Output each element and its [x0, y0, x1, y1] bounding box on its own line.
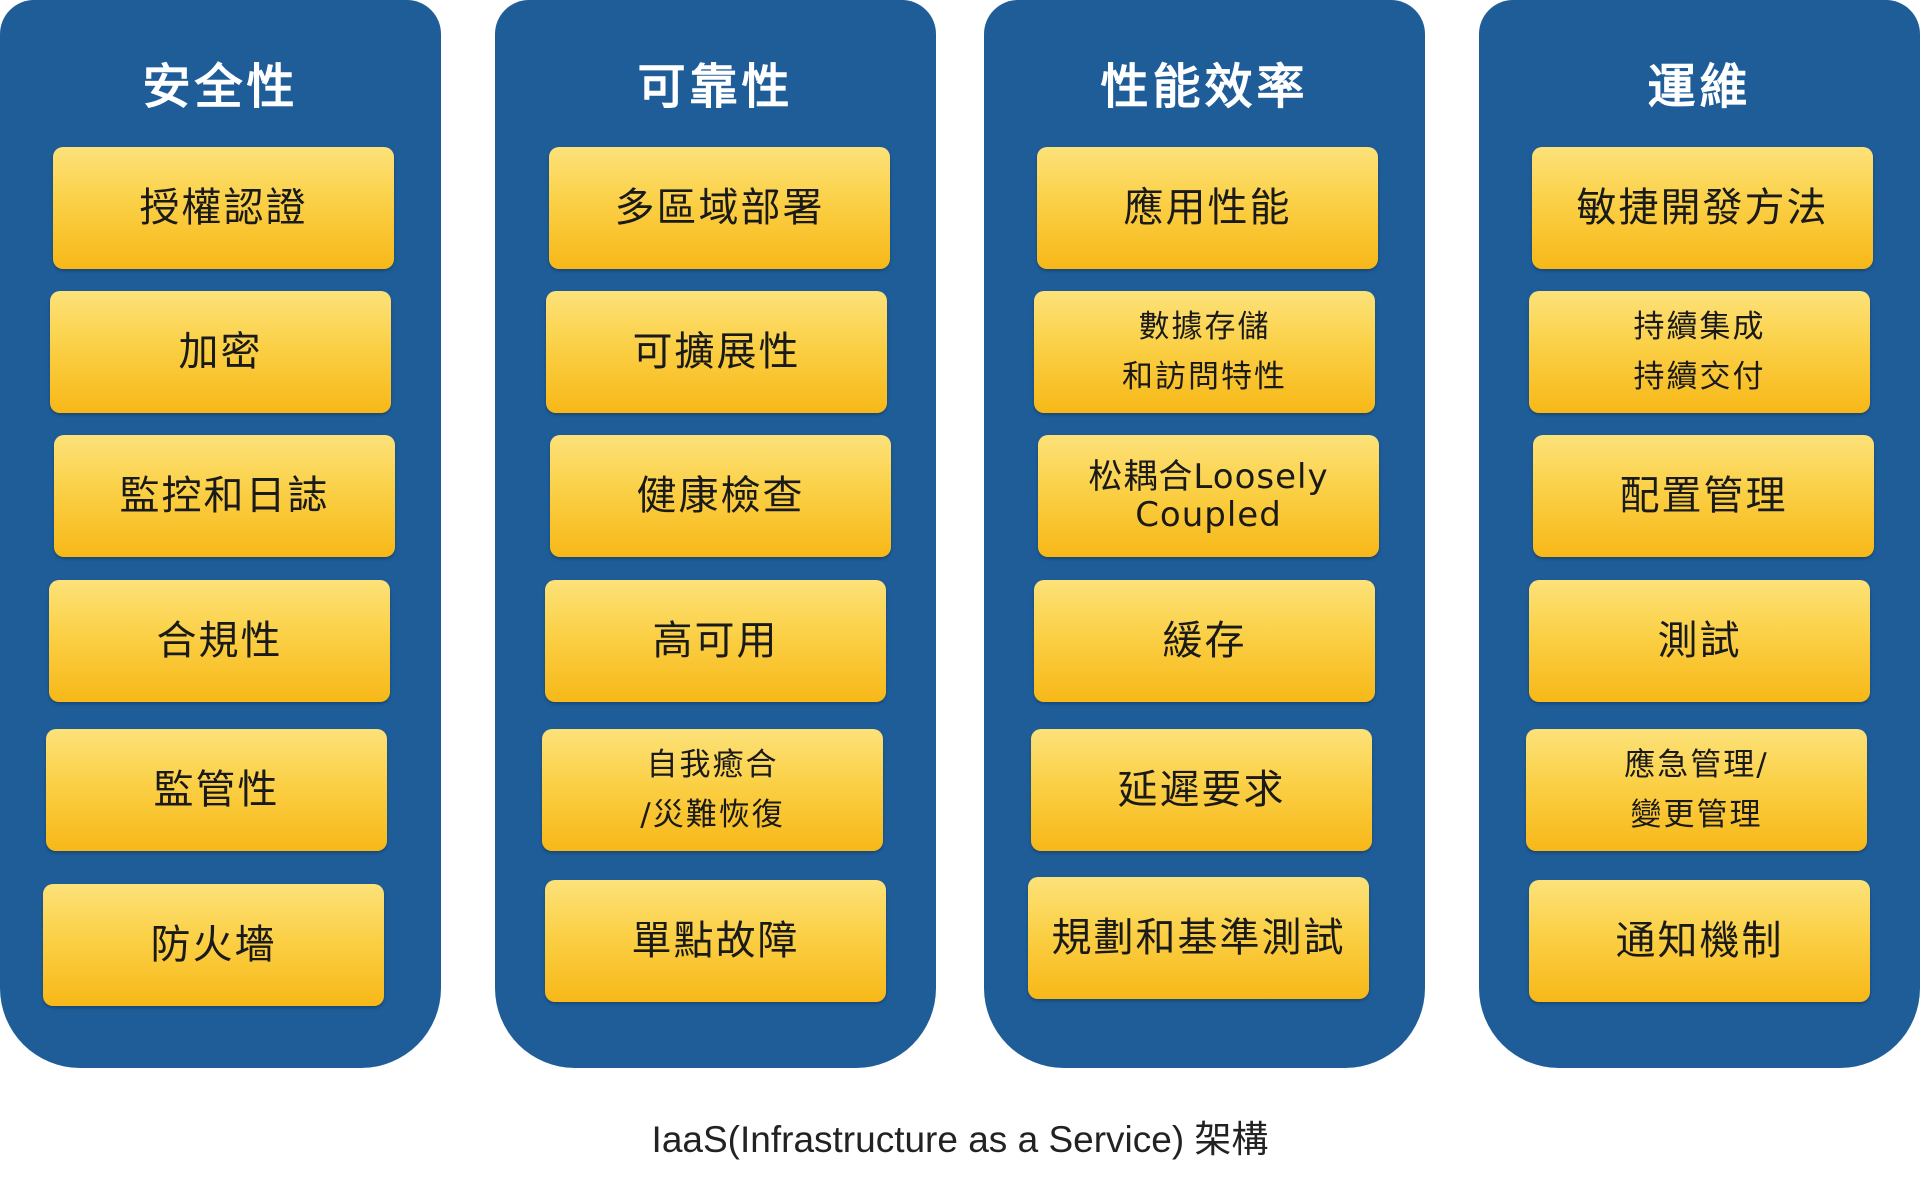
item-configuration-management[interactable]: 配置管理 [1533, 435, 1874, 557]
item-label: 監管性 [153, 767, 280, 813]
item-latency-requirements[interactable]: 延遲要求 [1031, 729, 1372, 851]
column-performance-efficiency: 性能效率 應用性能 數據存儲 和訪問特性 松耦合Loosely Coupled … [984, 0, 1425, 1068]
item-label: 配置管理 [1619, 473, 1788, 519]
item-self-healing-disaster-recovery[interactable]: 自我癒合 /災難恢復 [542, 729, 883, 851]
column-security: 安全性 授權認證 加密 監控和日誌 合規性 監管性 防火墻 [0, 0, 441, 1068]
item-label: 松耦合Loosely Coupled [1088, 457, 1329, 535]
item-label: 應用性能 [1123, 185, 1292, 231]
item-label: 規劃和基準測試 [1051, 915, 1346, 961]
item-firewall[interactable]: 防火墻 [43, 884, 384, 1006]
item-testing[interactable]: 測試 [1529, 580, 1870, 702]
item-label: 可擴展性 [632, 329, 801, 375]
item-label: 數據存儲 和訪問特性 [1122, 309, 1287, 395]
item-label: 測試 [1657, 618, 1742, 664]
item-label: 多區域部署 [614, 185, 825, 231]
column-operations: 運維 敏捷開發方法 持續集成 持續交付 配置管理 測試 應急管理/ 變更管理 通… [1479, 0, 1920, 1068]
item-caching[interactable]: 緩存 [1034, 580, 1375, 702]
item-label: 高可用 [652, 618, 779, 664]
item-label: 單點故障 [631, 918, 800, 964]
item-label: 延遲要求 [1117, 767, 1286, 813]
item-compliance[interactable]: 合規性 [49, 580, 390, 702]
item-loosely-coupled[interactable]: 松耦合Loosely Coupled [1038, 435, 1379, 557]
column-title-performance-efficiency: 性能效率 [1100, 59, 1309, 115]
diagram-caption: IaaS(Infrastructure as a Service) 架構 [651, 1119, 1269, 1160]
column-reliability: 可靠性 多區域部署 可擴展性 健康檢查 高可用 自我癒合 /災難恢復 單點故障 [495, 0, 936, 1068]
item-planning-benchmarking[interactable]: 規劃和基準測試 [1028, 877, 1369, 999]
item-data-storage-access[interactable]: 數據存儲 和訪問特性 [1034, 291, 1375, 413]
item-label: 緩存 [1162, 618, 1247, 664]
item-label: 敏捷開發方法 [1576, 185, 1829, 231]
item-label: 授權認證 [139, 185, 308, 231]
item-label: 持續集成 持續交付 [1633, 309, 1766, 395]
column-title-operations: 運維 [1647, 59, 1752, 115]
item-ci-cd[interactable]: 持續集成 持續交付 [1529, 291, 1870, 413]
item-authorization[interactable]: 授權認證 [53, 147, 394, 269]
column-title-security: 安全性 [142, 59, 299, 115]
item-incident-change-management[interactable]: 應急管理/ 變更管理 [1526, 729, 1867, 851]
item-monitoring-logging[interactable]: 監控和日誌 [54, 435, 395, 557]
item-scalability[interactable]: 可擴展性 [546, 291, 887, 413]
column-title-reliability: 可靠性 [637, 59, 794, 115]
item-single-point-of-failure[interactable]: 單點故障 [545, 880, 886, 1002]
item-multi-region-deployment[interactable]: 多區域部署 [549, 147, 890, 269]
item-application-performance[interactable]: 應用性能 [1037, 147, 1378, 269]
item-label: 加密 [178, 329, 263, 375]
item-governance[interactable]: 監管性 [46, 729, 387, 851]
item-notification-mechanism[interactable]: 通知機制 [1529, 880, 1870, 1002]
item-agile-methodology[interactable]: 敏捷開發方法 [1532, 147, 1873, 269]
item-label: 自我癒合 /災難恢復 [640, 747, 785, 833]
item-label: 健康檢查 [636, 473, 805, 519]
item-health-check[interactable]: 健康檢查 [550, 435, 891, 557]
item-high-availability[interactable]: 高可用 [545, 580, 886, 702]
item-label: 通知機制 [1615, 918, 1784, 964]
item-label: 應急管理/ 變更管理 [1624, 747, 1769, 833]
item-encryption[interactable]: 加密 [50, 291, 391, 413]
item-label: 合規性 [156, 618, 283, 664]
item-label: 監控和日誌 [119, 473, 330, 519]
item-label: 防火墻 [150, 922, 277, 968]
